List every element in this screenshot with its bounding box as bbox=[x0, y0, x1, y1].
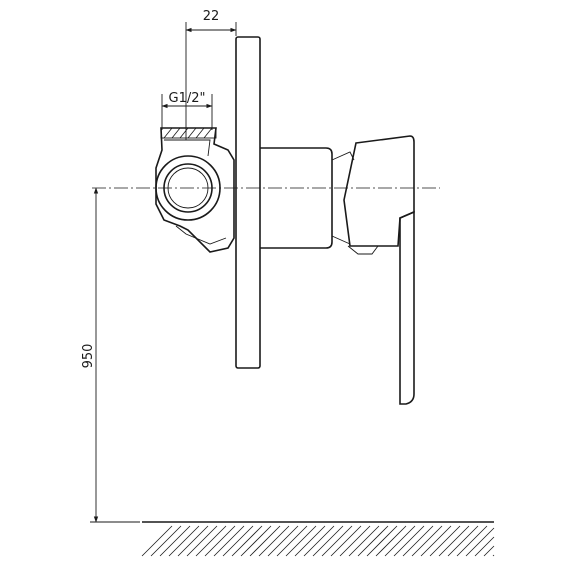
floor-hatch-line bbox=[150, 525, 182, 557]
floor-hatch-line bbox=[204, 525, 236, 557]
floor-hatch-line bbox=[222, 525, 254, 557]
floor-hatch-line bbox=[339, 525, 371, 557]
floor-hatch-line bbox=[141, 525, 173, 557]
floor-hatch-line bbox=[474, 536, 495, 557]
floor-hatch-line bbox=[429, 525, 461, 557]
floor-hatch-line bbox=[249, 525, 281, 557]
floor-hatch-line bbox=[312, 525, 344, 557]
floor-hatch-line bbox=[168, 525, 200, 557]
floor-hatch-line bbox=[267, 525, 299, 557]
floor-hatch-line bbox=[483, 545, 495, 557]
floor bbox=[141, 521, 495, 557]
lever-handle bbox=[343, 135, 415, 405]
floor-hatch-line bbox=[285, 525, 317, 557]
floor-hatch-line bbox=[294, 525, 326, 557]
height-dimension-label: 950 bbox=[81, 344, 96, 369]
thread-dimension: G1/2" bbox=[161, 91, 213, 130]
floor-hatch-line bbox=[303, 525, 335, 557]
valve-body bbox=[155, 127, 235, 253]
floor-hatch-line bbox=[447, 525, 479, 557]
floor-hatch-line bbox=[402, 525, 434, 557]
spindle-housing bbox=[260, 147, 355, 249]
height-dimension: 950 bbox=[81, 187, 140, 523]
floor-hatch-line bbox=[384, 525, 416, 557]
floor-hatch-line bbox=[213, 525, 245, 557]
floor-hatch-line bbox=[195, 525, 227, 557]
floor-hatch-line bbox=[276, 525, 308, 557]
offset-dimension-label: 22 bbox=[203, 9, 220, 24]
floor-hatch-line bbox=[231, 525, 263, 557]
floor-hatch-line bbox=[420, 525, 452, 557]
floor-hatch-line bbox=[366, 525, 398, 557]
floor-hatch-line bbox=[456, 525, 488, 557]
offset-dimension: 22 bbox=[185, 9, 237, 140]
floor-hatch-line bbox=[411, 525, 443, 557]
floor-hatch-line bbox=[240, 525, 272, 557]
floor-hatch-line bbox=[321, 525, 353, 557]
floor-hatch-line bbox=[357, 525, 389, 557]
floor-hatch-line bbox=[186, 525, 218, 557]
floor-hatch-line bbox=[159, 525, 191, 557]
floor-hatch-line bbox=[330, 525, 362, 557]
thread-dimension-label: G1/2" bbox=[169, 91, 206, 106]
floor-hatch-line bbox=[438, 525, 470, 557]
floor-hatch-line bbox=[492, 554, 495, 557]
floor-hatch-line bbox=[258, 525, 290, 557]
floor-hatch-line bbox=[375, 525, 407, 557]
floor-hatch-line bbox=[465, 527, 495, 557]
wall-plate bbox=[235, 36, 261, 369]
floor-hatch-line bbox=[393, 525, 425, 557]
floor-hatch-line bbox=[348, 525, 380, 557]
floor-hatch-line bbox=[177, 525, 209, 557]
